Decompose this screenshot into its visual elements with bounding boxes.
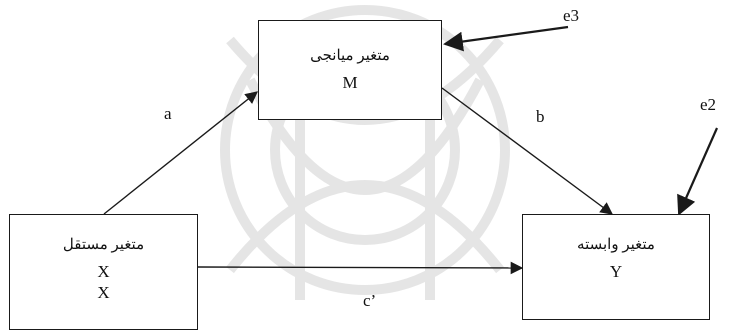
e3-label: e3 bbox=[563, 6, 580, 25]
e2-label: e2 bbox=[700, 95, 717, 114]
mediator-symbol: M bbox=[342, 73, 358, 92]
independent-symbol-1: X bbox=[97, 262, 110, 281]
independent-box: متغیر مستقل X X bbox=[9, 214, 198, 330]
dependent-label: متغیر وابسته bbox=[577, 237, 655, 253]
path-c-prime-arrow bbox=[197, 261, 524, 275]
independent-label: متغیر مستقل bbox=[62, 237, 145, 253]
independent-symbol-2: X bbox=[97, 283, 110, 302]
mediator-box: متغیر میانجی M bbox=[258, 20, 442, 120]
mediator-label: متغیر میانجی bbox=[310, 48, 390, 64]
e3-error-arrow bbox=[443, 25, 569, 52]
path-a-label: a bbox=[164, 104, 172, 123]
path-a-arrow bbox=[103, 91, 258, 215]
path-b-label: b bbox=[536, 107, 545, 126]
path-c-prime-label: c’ bbox=[363, 291, 377, 310]
dependent-box: متغیر وابسته Y bbox=[522, 214, 710, 320]
path-b-arrow bbox=[441, 87, 614, 215]
dependent-symbol: Y bbox=[609, 262, 623, 281]
e2-error-arrow bbox=[677, 127, 719, 216]
